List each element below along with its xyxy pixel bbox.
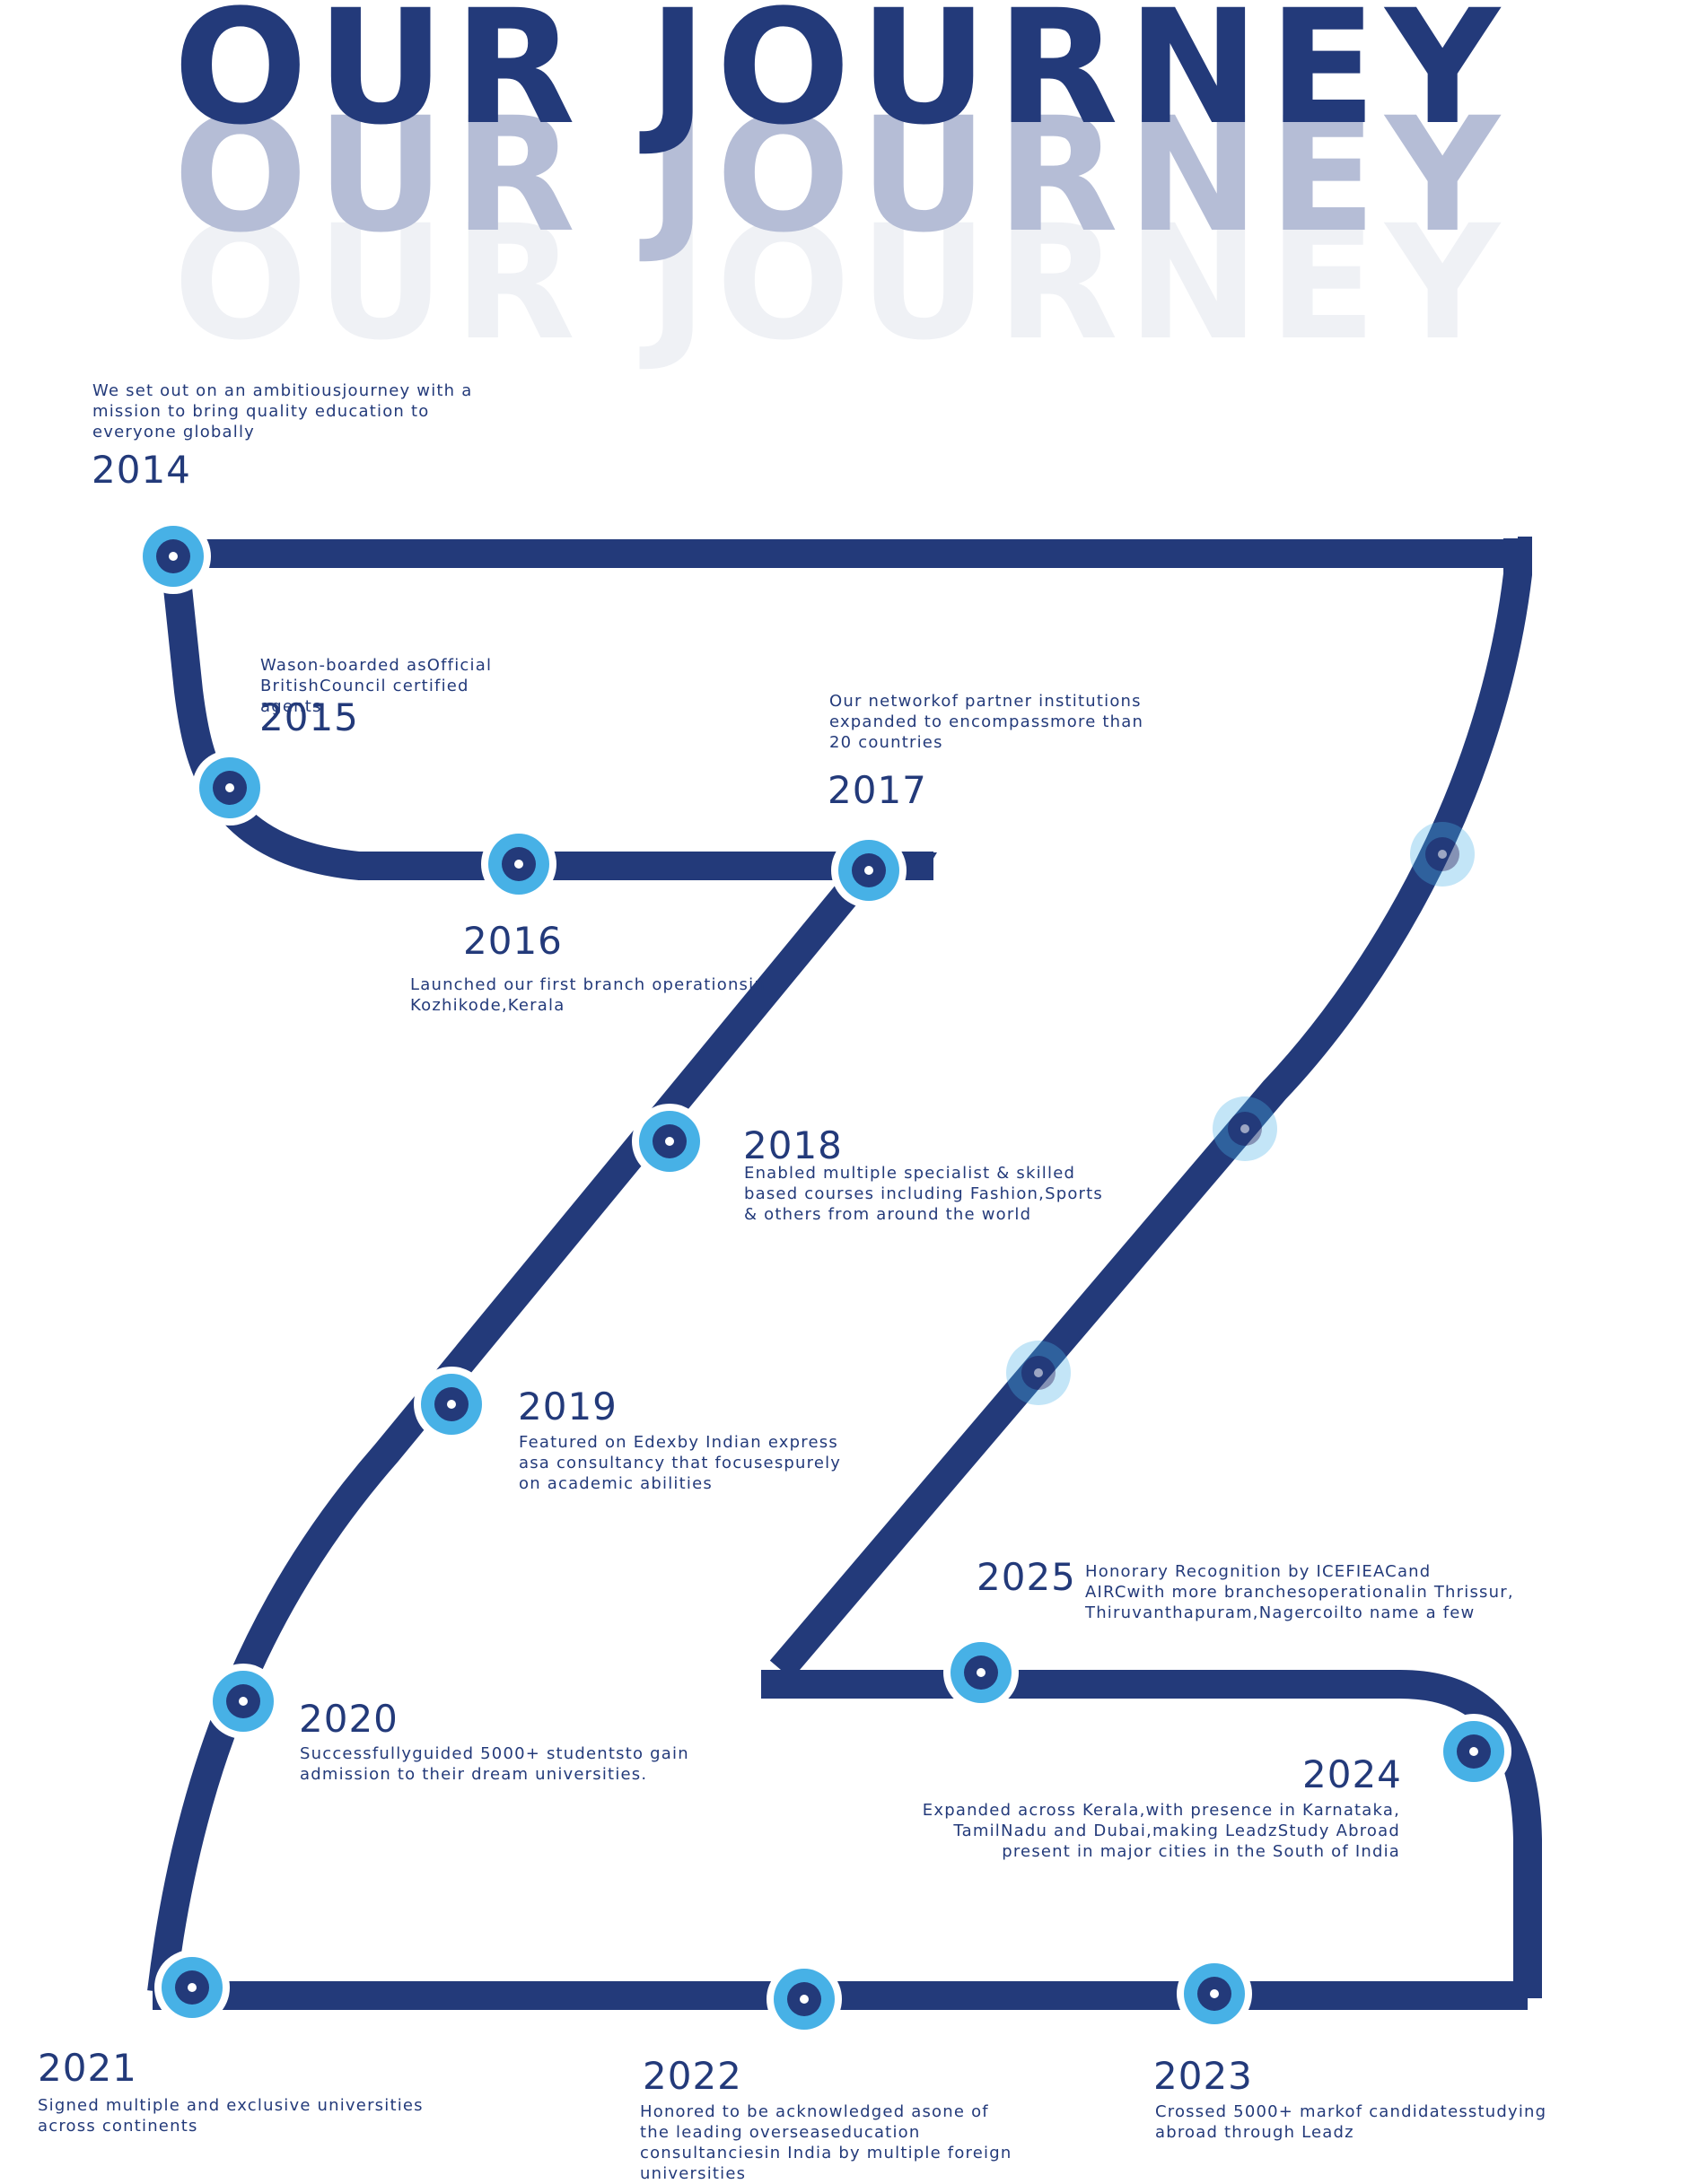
- title-echo-2: OUR JOURNEY: [173, 191, 1509, 375]
- milestone-text-2021: Signed multiple and exclusive universiti…: [38, 2096, 424, 2136]
- milestone-year-2020: 2020: [299, 1697, 399, 1741]
- milestone-text-2016: Launched our first branch operationsin K…: [410, 975, 766, 1015]
- milestone-marker-2016: [481, 826, 556, 902]
- page-title: OUR JOURNEY: [173, 0, 1509, 160]
- milestone-marker-2018: [632, 1104, 707, 1179]
- milestone-year-2025: 2025: [977, 1555, 1076, 1599]
- milestone-marker-2014: [136, 519, 211, 594]
- milestone-year-2014: 2014: [92, 448, 191, 492]
- milestone-marker-2025: [943, 1635, 1019, 1710]
- milestone-text-2020: Successfullyguided 5000+ studentsto gain…: [300, 1744, 689, 1784]
- milestone-year-2017: 2017: [828, 768, 927, 812]
- milestone-year-2015: 2015: [259, 695, 359, 739]
- milestone-year-2016: 2016: [463, 919, 563, 963]
- milestone-year-2018: 2018: [743, 1123, 843, 1167]
- milestone-year-2023: 2023: [1153, 2054, 1253, 2098]
- milestone-text-2018: Enabled multiple specialist & skilled ba…: [744, 1164, 1103, 1224]
- milestone-text-2015: Wason-boarded asOfficial BritishCouncil …: [260, 656, 493, 716]
- milestone-year-2021: 2021: [38, 2046, 137, 2090]
- milestone-text-2023: Crossed 5000+ markof candidatesstudying …: [1155, 2102, 1547, 2142]
- milestone-year-2019: 2019: [518, 1385, 618, 1428]
- milestone-text-2017: Our networkof partner institutions expan…: [829, 692, 1144, 752]
- milestone-marker-2021: [154, 1950, 230, 2025]
- milestone-marker-2023: [1177, 1956, 1252, 2031]
- future-marker-1: [1410, 822, 1475, 887]
- milestone-marker-2015: [192, 750, 267, 826]
- milestone-year-2024: 2024: [1302, 1752, 1402, 1796]
- milestone-marker-2019: [414, 1367, 489, 1442]
- milestone-marker-2022: [767, 1961, 842, 2037]
- milestone-marker-2017: [831, 833, 907, 908]
- milestone-text-2025: Honorary Recognition by ICEFIEACand AIRC…: [1085, 1562, 1514, 1622]
- milestone-text-2019: Featured on Edexby Indian express asa co…: [519, 1433, 842, 1493]
- future-marker-3: [1006, 1341, 1071, 1405]
- milestone-marker-2024: [1436, 1714, 1511, 1789]
- milestone-year-2022: 2022: [643, 2054, 742, 2098]
- future-marker-2: [1213, 1096, 1277, 1161]
- title-echo-1: OUR JOURNEY: [173, 83, 1509, 267]
- milestone-text-2014: We set out on an ambitiousjourney with a…: [92, 381, 473, 441]
- milestone-text-2024: Expanded across Kerala,with presence in …: [922, 1801, 1400, 1861]
- milestone-text-2022: Honored to be acknowledged asone of the …: [640, 2102, 1012, 2183]
- milestone-marker-2020: [206, 1664, 281, 1739]
